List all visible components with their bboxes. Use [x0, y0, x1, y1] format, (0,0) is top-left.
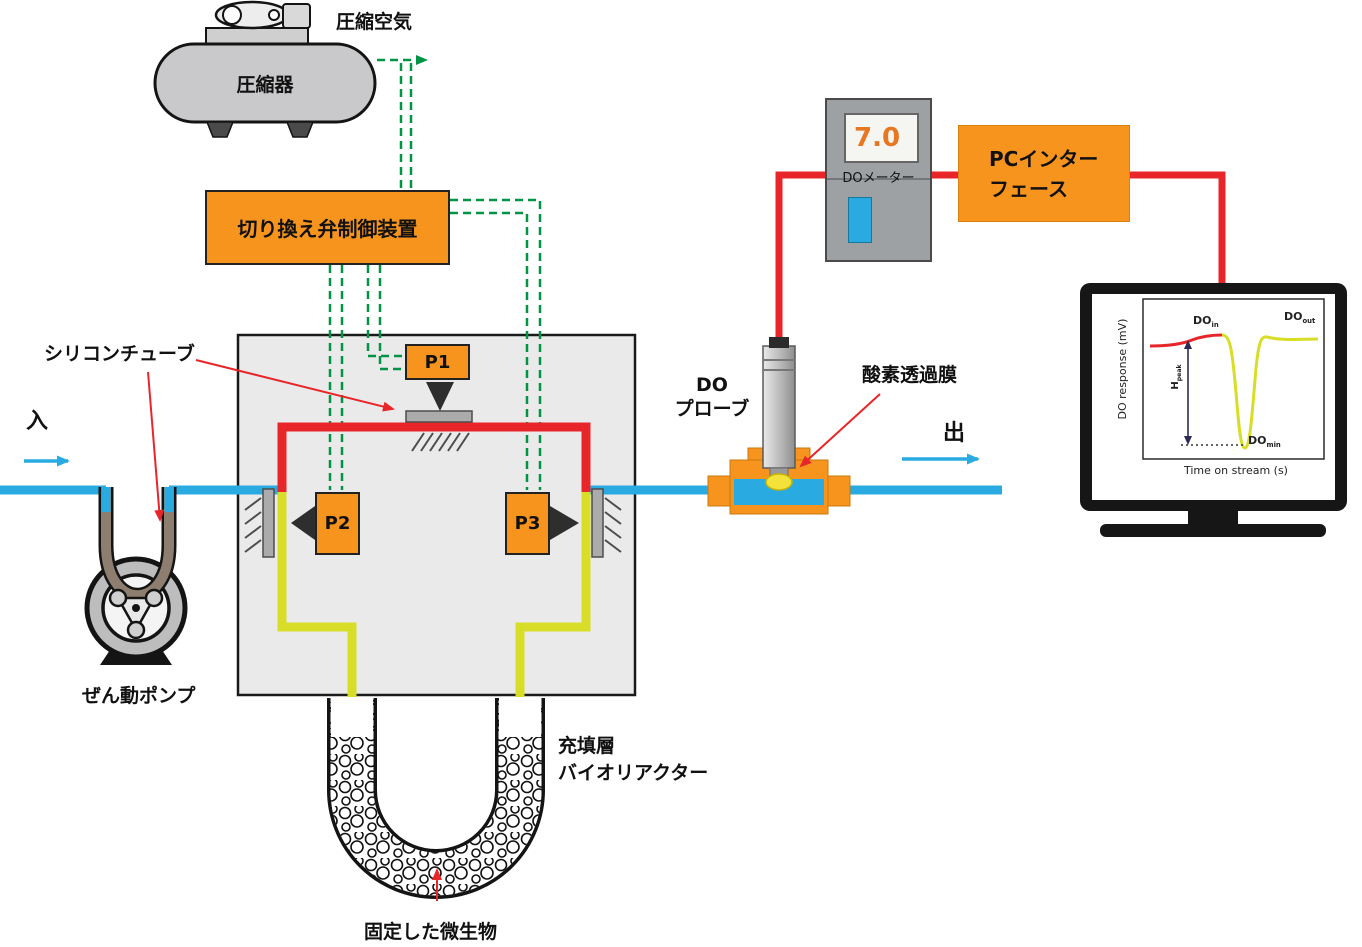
- monitor-neck: [1188, 511, 1238, 527]
- monitor-stand: [1100, 524, 1326, 537]
- chart-ylabel: DO response (mV): [1116, 318, 1129, 420]
- do-in-base: DO: [1193, 314, 1212, 327]
- bioreactor-tubes-yellow: [277, 492, 591, 702]
- pinch-valve-p3-hardware: [550, 488, 622, 558]
- valve-controller-box: 切り換え弁制御装置: [205, 190, 450, 265]
- pump-label: ぜん動ポンプ: [82, 685, 196, 707]
- membrane-label: 酸素透過膜: [862, 364, 958, 386]
- silicone-tube-label: シリコンチューブ: [44, 343, 195, 365]
- do-in-annotation: DOin: [1193, 314, 1219, 329]
- pc-interface-line1: PCインター: [989, 146, 1099, 171]
- do-meter-display: 7.0: [844, 113, 919, 163]
- pc-interface-line2: フェース: [989, 176, 1068, 201]
- silicone-tube-red: [277, 422, 591, 493]
- packed-bed-u-tube: [327, 697, 545, 899]
- packed-bed-label-line1: 充填層: [558, 735, 616, 757]
- meter-button: [848, 197, 872, 243]
- p2-bar: [262, 488, 275, 558]
- signal-cables: [932, 171, 1226, 284]
- do-out-base: DO: [1284, 310, 1303, 323]
- compressor-label: 圧縮器: [236, 74, 294, 96]
- p1-plunger: [426, 382, 454, 411]
- pc-to-monitor-cable: [1130, 171, 1226, 284]
- peristaltic-pump: [84, 487, 188, 665]
- do-meter: 7.0 DOメーター: [825, 98, 932, 262]
- do-out-annotation: DOout: [1284, 310, 1315, 325]
- p3-bar: [591, 488, 604, 558]
- do-probe-body: [762, 337, 796, 491]
- compressed-air-label: 圧縮空気: [336, 11, 413, 33]
- pneumatic-air-lines: [328, 55, 542, 490]
- microbes-label: 固定した微生物: [364, 921, 498, 943]
- inlet-label: 入: [26, 409, 49, 434]
- pinch-valve-p2-hardware: [244, 488, 315, 558]
- do-in-sub: in: [1211, 321, 1219, 330]
- do-min-base: DO: [1248, 434, 1267, 447]
- do-in-curve: [1149, 333, 1223, 348]
- h-peak-annotation: Hpeak: [1170, 338, 1183, 416]
- valve-p3-box: P3: [505, 492, 550, 555]
- do-min-annotation: DOmin: [1248, 434, 1281, 449]
- membrane-arrow: [799, 393, 881, 468]
- pinch-valve-p1-hardware: [405, 382, 473, 452]
- p2-plunger: [291, 506, 315, 540]
- outlet-label: 出: [943, 421, 966, 446]
- annotation-arrows: [147, 359, 881, 901]
- packed-bed-label-line2: バイオリアクター: [558, 761, 709, 784]
- valve-p2-box: P2: [315, 492, 360, 555]
- do-probe-label-line2: プローブ: [674, 397, 750, 420]
- silicone-tube-arrow-to-valve: [195, 359, 395, 412]
- p3-plunger: [550, 506, 579, 540]
- monitor: [1080, 283, 1347, 537]
- oxygen-membrane-tip: [765, 473, 793, 491]
- h-peak-sub: peak: [1176, 364, 1183, 382]
- do-probe-label: DO プローブ: [668, 374, 756, 422]
- do-out-curve: [1221, 333, 1319, 450]
- silicone-tube-arrow-to-pump: [147, 371, 165, 522]
- do-min-sub: min: [1266, 441, 1281, 450]
- compressor-unit: [153, 0, 377, 138]
- packed-bed-label: 充填層 バイオリアクター: [558, 733, 708, 786]
- pc-interface-box: PCインター フェース: [958, 125, 1130, 222]
- pump-silicone-tube: [101, 487, 174, 601]
- compressor-tank: [153, 42, 377, 124]
- packed-bed-media: [330, 698, 542, 896]
- flow-arrows: [24, 453, 980, 467]
- probe-to-meter-cable: [775, 171, 825, 342]
- p1-bar: [405, 410, 473, 423]
- meter-seam: [827, 178, 930, 180]
- valve-p1-box: P1: [405, 344, 470, 380]
- do-probe-label-line1: DO: [696, 374, 728, 396]
- do-meter-value: 7.0: [854, 123, 901, 153]
- do-meter-label: DOメーター: [842, 171, 915, 186]
- chart-xlabel: Time on stream (s): [1184, 464, 1288, 477]
- do-out-sub: out: [1302, 317, 1316, 326]
- h-peak-base: H: [1170, 381, 1181, 390]
